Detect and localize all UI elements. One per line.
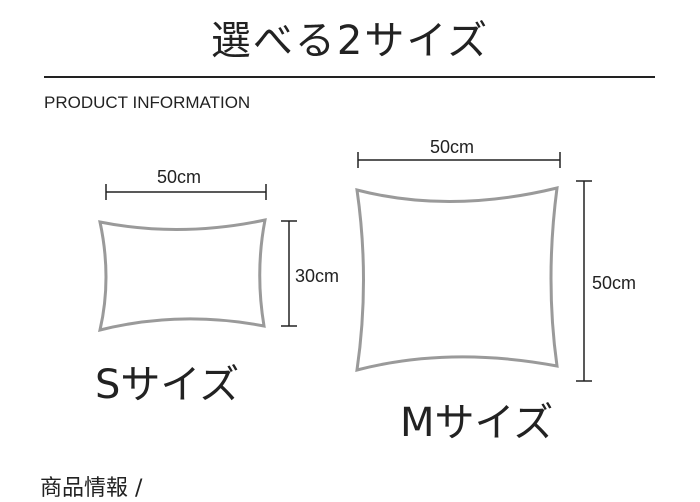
- small-size-label: Sサイズ: [95, 362, 240, 408]
- section-heading: PRODUCT INFORMATION: [44, 93, 251, 112]
- small-dimension-lines: [105, 184, 297, 327]
- medium-dimension-lines: [357, 152, 592, 382]
- medium-pillow-outline: [355, 186, 559, 373]
- medium-size-label: Mサイズ: [400, 400, 554, 446]
- medium-height-label: 50cm: [592, 273, 637, 293]
- divider: [44, 76, 655, 78]
- small-width-label: 50cm: [157, 167, 202, 187]
- size-diagram: [97, 152, 592, 382]
- small-height-label: 30cm: [295, 266, 340, 286]
- footer-partial-text: 商品情報 /: [40, 476, 143, 501]
- small-pillow-outline: [97, 218, 267, 333]
- page-title: 選べる2サイズ: [210, 18, 490, 64]
- medium-width-label: 50cm: [430, 137, 475, 157]
